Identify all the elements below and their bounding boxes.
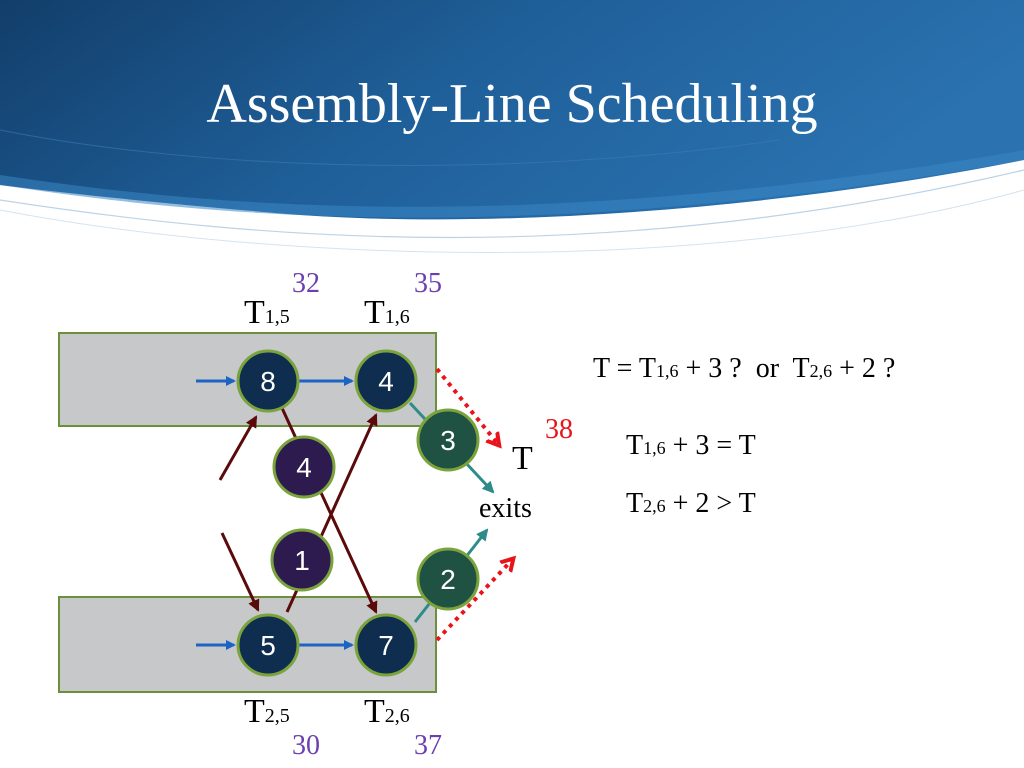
svg-text:4: 4 [378, 366, 394, 397]
exit-caption: exits [479, 493, 532, 524]
label-t16: T1,6 [364, 294, 410, 331]
equation-line1: T1,6 + 3 = T [626, 430, 756, 461]
label-t26: T2,6 [364, 693, 410, 730]
svg-text:5: 5 [260, 630, 276, 661]
label-t15: T1,5 [244, 294, 290, 331]
exit-highlight-bottom-arrow [435, 560, 512, 642]
node-line1-station5: 8 [236, 349, 300, 413]
svg-text:2: 2 [440, 564, 456, 595]
label-t25: T2,5 [244, 693, 290, 730]
node-exit-line2: 2 [416, 547, 480, 611]
cost-t25: 30 [292, 730, 320, 761]
svg-text:1: 1 [294, 545, 310, 576]
svg-text:4: 4 [296, 452, 312, 483]
equation-line2: T2,6 + 2 > T [626, 488, 756, 519]
exit-highlight-top-arrow [435, 367, 498, 444]
cost-t16: 35 [414, 268, 442, 299]
exit-label: T [512, 440, 533, 477]
node-line2-station5: 5 [236, 613, 300, 677]
svg-text:3: 3 [440, 425, 456, 456]
node-exit-line1: 3 [416, 408, 480, 472]
node-transfer-1-to-2: 4 [272, 435, 336, 499]
svg-text:8: 8 [260, 366, 276, 397]
entry-to-line2-arrow [220, 532, 260, 612]
svg-text:7: 7 [378, 630, 394, 661]
node-transfer-2-to-1: 1 [270, 528, 334, 592]
equation-question: T = T1,6 + 3 ? or T2,6 + 2 ? [593, 353, 896, 384]
cost-t26: 37 [414, 730, 442, 761]
cost-t15: 32 [292, 268, 320, 299]
slide-title: Assembly-Line Scheduling [206, 73, 818, 135]
entry-to-line1-arrow [218, 415, 258, 481]
node-line1-station6: 4 [354, 349, 418, 413]
exit-value: 38 [545, 414, 573, 445]
node-line2-station6: 7 [354, 613, 418, 677]
